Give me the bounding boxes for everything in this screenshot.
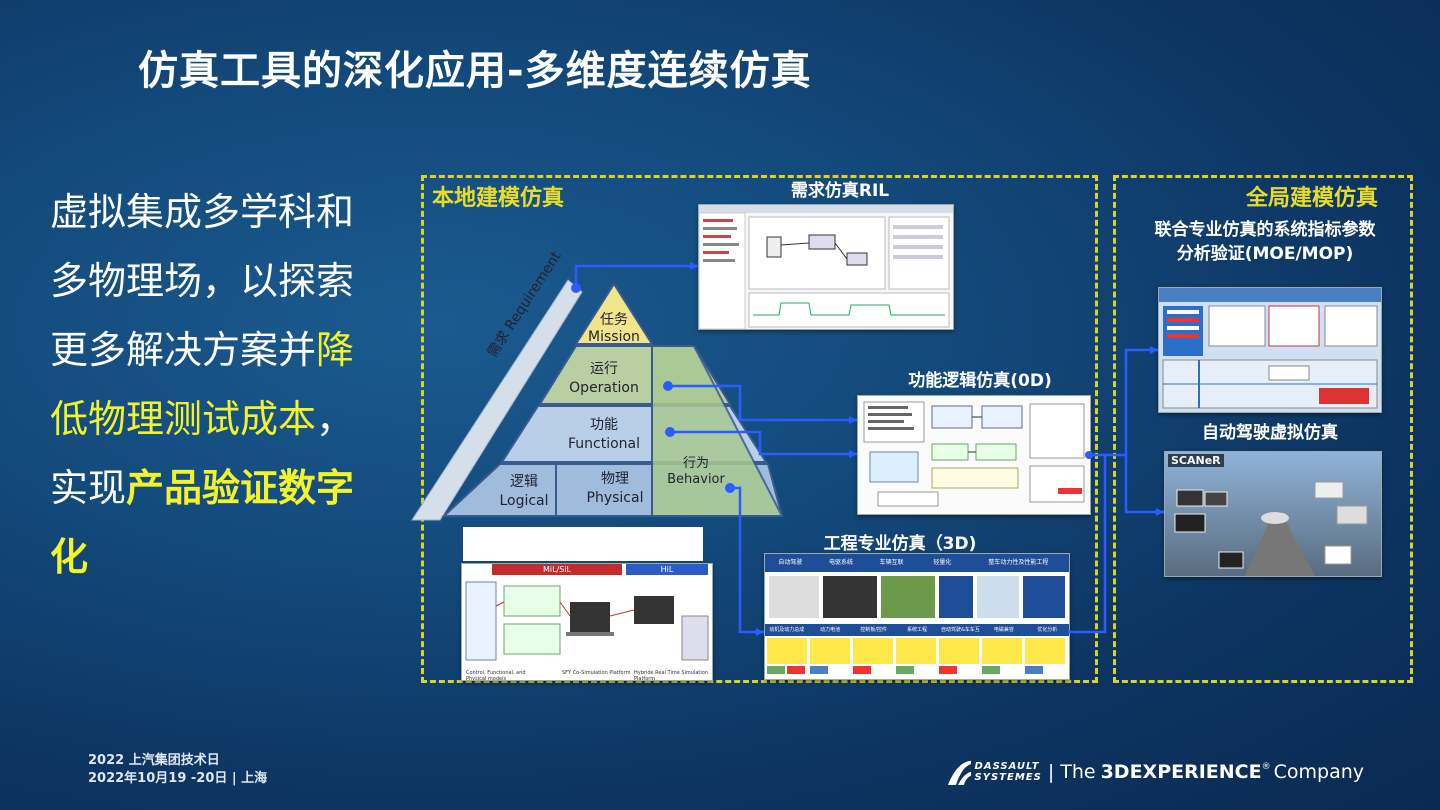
brand-the: The [1060,761,1095,783]
connector-behavior [730,488,764,632]
brand-3dexperience: 3DEXPERIENCE [1101,761,1262,783]
brand-separator: | [1048,761,1054,783]
brand-registered: ® [1262,762,1271,772]
dot-behavior [725,483,735,493]
footer-info: 2022 上汽集团技术日 2022年10月19 -20日 | 上海 [88,752,267,788]
arrow-autonomous [1156,508,1164,516]
brand-block: DASSAULT SYSTEMES | The 3DEXPERIENCE ® C… [944,750,1364,794]
connector-functional [670,432,857,454]
ds-logo-text: DASSAULT SYSTEMES [975,761,1042,783]
arrow-requirement [690,262,698,270]
footer-event: 2022 上汽集团技术日 [88,752,267,770]
arrow-metrics [1150,346,1158,354]
connector-to-metrics [1105,350,1158,455]
connector-to-autonomous [1126,455,1164,512]
arrow-functional [849,450,857,458]
ds-logo-top: DASSAULT [975,761,1042,772]
connector-functional-to-eng [1068,455,1105,632]
dot-operation [663,381,673,391]
arrow-operation [849,416,857,424]
dot-functional-out [1085,451,1093,459]
connector-requirement [576,266,698,288]
connector-operation [668,386,857,420]
ds-logo-icon [944,755,971,789]
dot-requirement [571,283,581,293]
brand-company: Company [1274,761,1364,783]
ds-logo-bottom: SYSTEMES [975,772,1042,783]
footer-date: 2022年10月19 -20日 | 上海 [88,770,267,788]
arrow-behavior [756,628,764,636]
dot-functional [665,427,675,437]
